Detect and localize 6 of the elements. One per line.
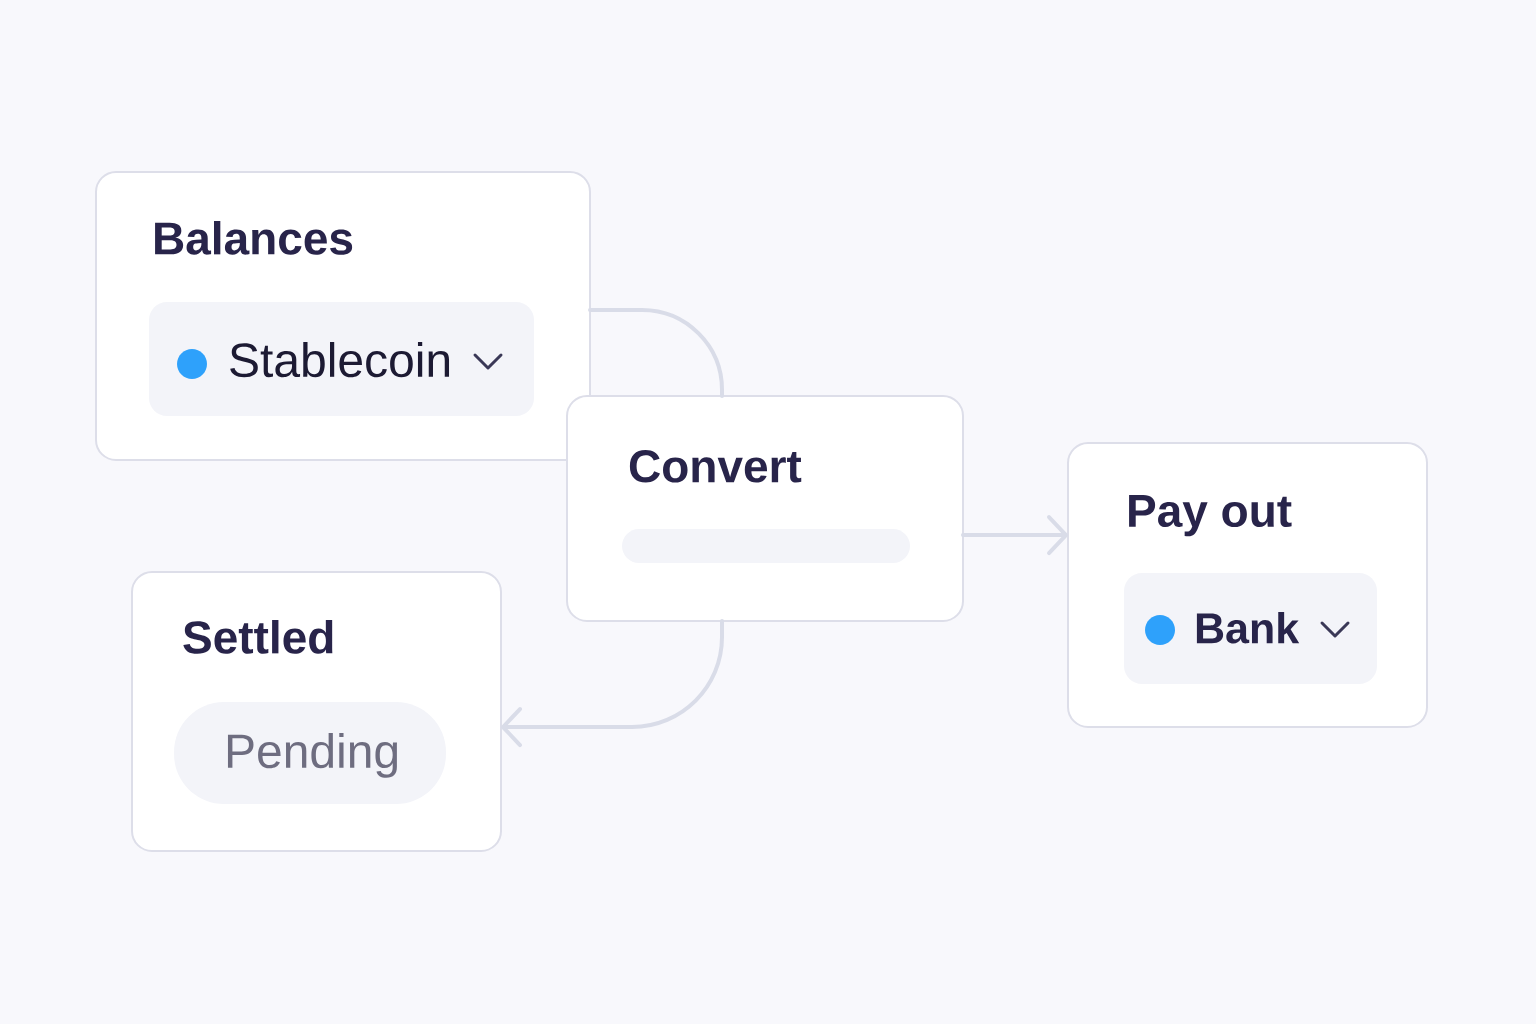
arrow [501, 619, 724, 747]
arrow [961, 515, 1068, 555]
dropdown: Bank [1124, 573, 1377, 684]
status-pill: Pending [174, 702, 446, 804]
connector-line [588, 308, 724, 398]
dropdown: Stablecoin [149, 302, 534, 416]
